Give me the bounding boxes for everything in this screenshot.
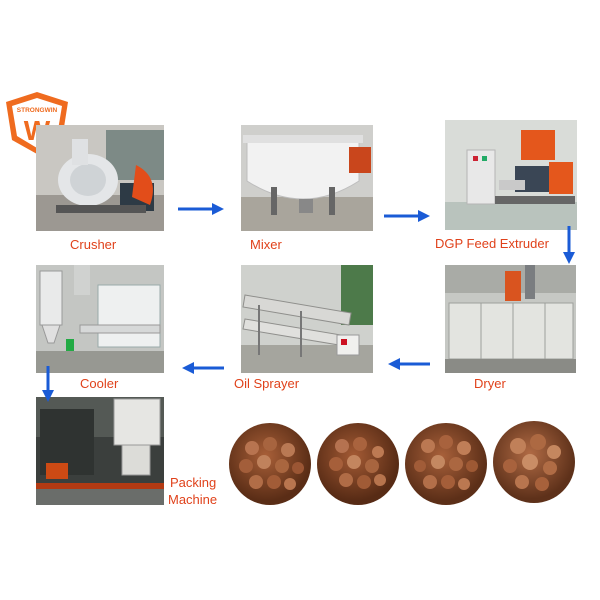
cooler-label: Cooler <box>80 376 119 391</box>
arrow-left-icon <box>388 358 430 370</box>
dryer-image <box>445 265 576 373</box>
pellet-pile-1 <box>228 422 312 506</box>
oil-sprayer-image <box>241 265 373 373</box>
dryer-label: Dryer <box>474 376 506 391</box>
mixer-label: Mixer <box>250 237 282 252</box>
pellet-pile-3 <box>404 422 488 506</box>
extruder-image <box>445 120 577 230</box>
pellet-pile-4 <box>492 420 576 504</box>
crusher-label: Crusher <box>70 237 117 252</box>
cooler-image <box>36 265 164 373</box>
packing-label-line1: Packing <box>170 475 217 490</box>
crusher-image <box>36 125 164 231</box>
arrow-right-icon <box>384 210 430 222</box>
arrow-down-icon <box>42 366 54 402</box>
logo-brand-text: STRONGWIN <box>17 107 58 114</box>
extruder-label: DGP Feed Extruder <box>435 236 549 251</box>
packing-machine-image <box>36 397 164 505</box>
mixer-image <box>241 125 373 231</box>
pellet-pile-2 <box>316 422 400 506</box>
arrow-right-icon <box>178 203 224 215</box>
oil-sprayer-label: Oil Sprayer <box>234 376 300 391</box>
arrow-left-icon <box>182 362 224 374</box>
arrow-down-icon <box>563 226 575 264</box>
packing-label-line2: Machine <box>168 492 218 507</box>
